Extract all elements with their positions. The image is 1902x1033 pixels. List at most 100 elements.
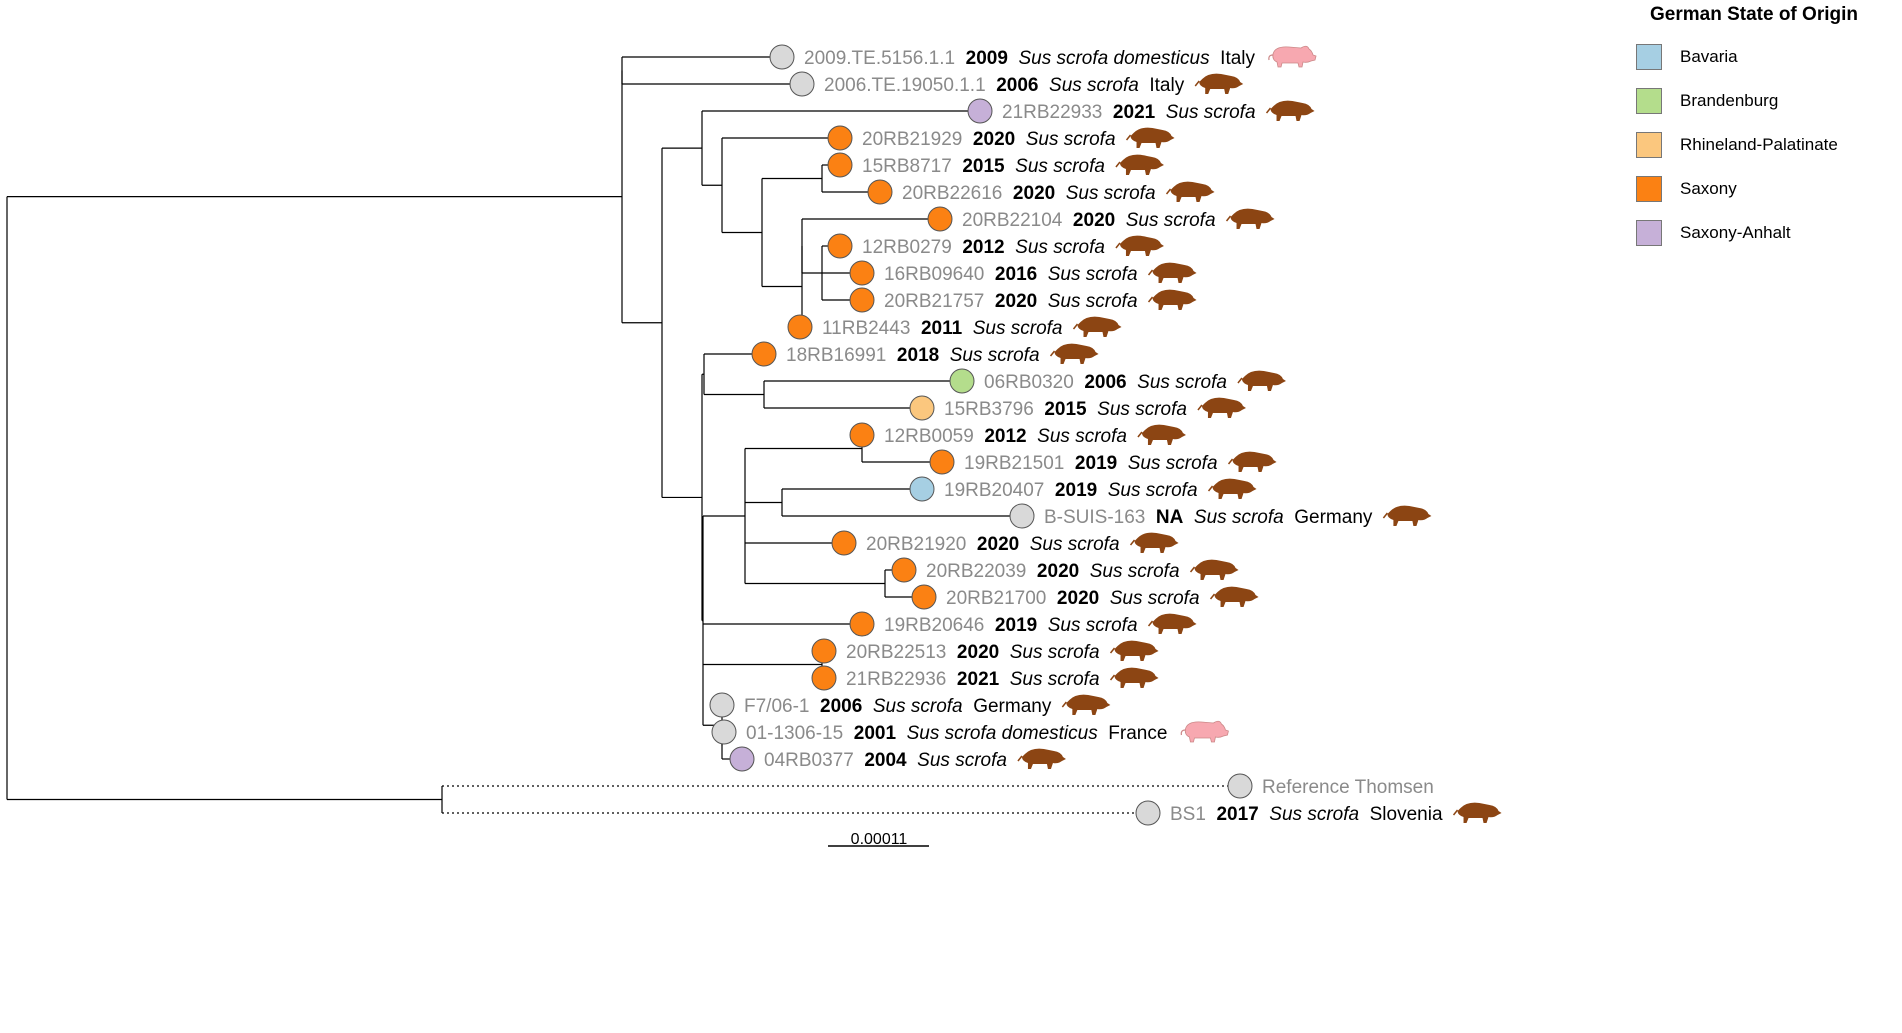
tip-node	[751, 341, 777, 367]
tip-node	[949, 368, 975, 394]
wild-boar-icon	[1115, 154, 1164, 175]
legend-swatch-brandenburg	[1636, 88, 1662, 114]
tip-label: 15RB8717 2015 Sus scrofa	[862, 156, 1105, 177]
isolate-year: 2020	[1062, 210, 1115, 231]
wild-boar-icon	[1382, 505, 1432, 526]
legend-label: Rhineland-Palatinate	[1680, 135, 1838, 154]
isolate-id: 11RB2443	[822, 318, 910, 339]
wild-boar-icon	[1061, 694, 1111, 715]
isolate-id: 19RB21501	[964, 453, 1064, 474]
isolate-id: F7/06-1	[744, 696, 809, 717]
tip-node	[909, 476, 935, 502]
wild-boar-icon	[1137, 424, 1186, 445]
isolate-year: 2006	[986, 75, 1039, 96]
isolate-country: Slovenia	[1359, 804, 1443, 825]
isolate-year: 2015	[952, 156, 1005, 177]
tip-label: 19RB20407 2019 Sus scrofa	[944, 480, 1198, 501]
isolate-year: 2020	[1046, 588, 1099, 609]
isolate-species: Sus scrofa	[1115, 210, 1215, 231]
tip-node	[891, 557, 917, 583]
isolate-id: 20RB22039	[926, 561, 1026, 582]
tip-node	[849, 287, 875, 313]
tip-label: 2006.TE.19050.1.1 2006 Sus scrofa Italy	[824, 75, 1185, 96]
isolate-species: Sus scrofa	[1019, 534, 1119, 555]
isolate-id: 15RB8717	[862, 156, 952, 177]
wild-boar-icon	[1237, 370, 1286, 391]
wild-boar-icon	[1147, 613, 1197, 634]
legend-swatch-saxony-anhalt	[1636, 220, 1662, 246]
wild-boar-icon	[1072, 316, 1122, 337]
isolate-year: 2020	[1002, 183, 1055, 204]
isolate-species: Sus scrofa domesticus	[1008, 48, 1210, 69]
isolate-id: BS1	[1170, 804, 1206, 825]
tip-label: B-SUIS-163 NA Sus scrofa Germany	[1044, 507, 1373, 528]
isolate-id: 21RB22933	[1002, 102, 1102, 123]
legend-item-bavaria: Bavaria	[1636, 44, 1896, 88]
wild-boar-icon	[1452, 802, 1502, 823]
isolate-country: Germany	[1284, 507, 1373, 528]
isolate-species: Sus scrofa	[862, 696, 962, 717]
tip-label: BS1 2017 Sus scrofa Slovenia	[1170, 804, 1443, 825]
wild-boar-icon	[1049, 343, 1099, 364]
tip-node	[811, 638, 837, 664]
isolate-id: 2009.TE.5156.1.1	[804, 48, 955, 69]
wild-boar-icon	[1129, 532, 1179, 553]
tip-label: 18RB16991 2018 Sus scrofa	[786, 345, 1040, 366]
isolate-year: 2020	[984, 291, 1037, 312]
tip-node	[849, 611, 875, 637]
isolate-species: Sus scrofa	[1005, 237, 1105, 258]
tip-label: F7/06-1 2006 Sus scrofa Germany	[744, 696, 1052, 717]
isolate-year: 2001	[843, 723, 896, 744]
tip-node	[867, 179, 893, 205]
tip-node	[787, 314, 813, 340]
isolate-id: 12RB0059	[884, 426, 974, 447]
tip-label: 20RB21929 2020 Sus scrofa	[862, 129, 1116, 150]
isolate-id: 15RB3796	[944, 399, 1034, 420]
wild-boar-icon	[1109, 667, 1159, 688]
tip-node	[729, 746, 755, 772]
legend-label: Saxony	[1680, 179, 1737, 198]
tip-node	[967, 98, 993, 124]
legend-label: Brandenburg	[1680, 91, 1779, 110]
isolate-id: 18RB16991	[786, 345, 886, 366]
tip-node	[827, 125, 853, 151]
tip-node	[1009, 503, 1035, 529]
legend: German State of Origin Bavaria Brandenbu…	[1636, 4, 1896, 264]
tip-label: 16RB09640 2016 Sus scrofa	[884, 264, 1138, 285]
tip-label: 19RB20646 2019 Sus scrofa	[884, 615, 1138, 636]
tip-label: 04RB0377 2004 Sus scrofa	[764, 750, 1007, 771]
wild-boar-icon	[1115, 235, 1164, 256]
tip-node	[911, 584, 937, 610]
isolate-id: 12RB0279	[862, 237, 952, 258]
isolate-country: Italy	[1139, 75, 1185, 96]
legend-swatch-rhineland-palatinate	[1636, 132, 1662, 158]
isolate-species: Sus scrofa	[999, 642, 1099, 663]
isolate-species: Sus scrofa	[999, 669, 1099, 690]
tip-label: 15RB3796 2015 Sus scrofa	[944, 399, 1187, 420]
isolate-species: Sus scrofa	[1127, 372, 1227, 393]
isolate-year: 2017	[1206, 804, 1259, 825]
wild-boar-icon	[1189, 559, 1239, 580]
isolate-year: 2020	[962, 129, 1015, 150]
legend-swatch-saxony	[1636, 176, 1662, 202]
domestic-pig-icon	[1268, 45, 1317, 68]
isolate-species: Sus scrofa	[1117, 453, 1217, 474]
tip-label: 20RB22104 2020 Sus scrofa	[962, 210, 1216, 231]
isolate-species: Sus scrofa	[1055, 183, 1155, 204]
isolate-year: 2006	[1074, 372, 1127, 393]
isolate-id: 20RB21920	[866, 534, 966, 555]
tip-node	[849, 422, 875, 448]
isolate-year: 2019	[1044, 480, 1097, 501]
isolate-year: 2021	[946, 669, 999, 690]
isolate-species: Sus scrofa	[1037, 291, 1137, 312]
isolate-species: Sus scrofa	[1183, 507, 1283, 528]
isolate-id: 20RB21929	[862, 129, 962, 150]
tip-label: 21RB22936 2021 Sus scrofa	[846, 669, 1100, 690]
tip-label: 19RB21501 2019 Sus scrofa	[964, 453, 1218, 474]
isolate-species: Sus scrofa	[1155, 102, 1255, 123]
isolate-species: Sus scrofa	[1087, 399, 1187, 420]
isolate-id: 2006.TE.19050.1.1	[824, 75, 986, 96]
isolate-year: 2018	[886, 345, 939, 366]
wild-boar-icon	[1197, 397, 1246, 418]
